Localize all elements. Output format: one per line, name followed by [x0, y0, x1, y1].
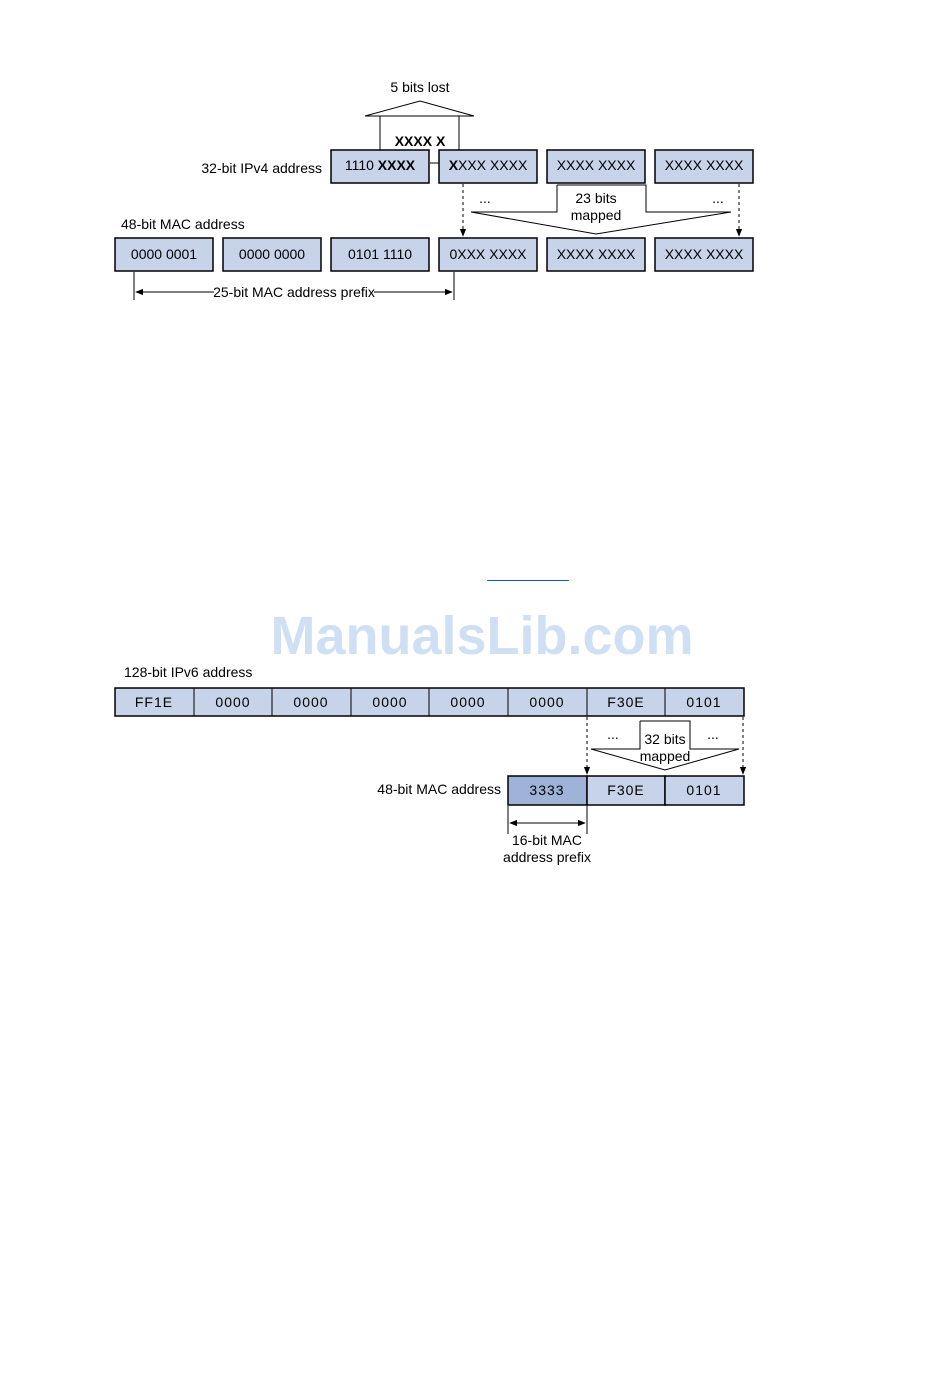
mac-octet-4: [438, 237, 538, 272]
ipv6-group-1: FF1E: [135, 694, 173, 710]
mac-octet-3: [330, 237, 430, 272]
ipv4-octet-2-text: XXXX XXXX: [449, 157, 528, 173]
ipv6-group-3: 0000: [293, 694, 328, 710]
mac-octet-2: [222, 237, 322, 272]
mac-address-label: 48-bit MAC address: [121, 216, 245, 232]
ipv4-octet-3-text: XXXX XXXX: [557, 157, 636, 173]
ipv4-diagram: 5 bits lost XXXX X 32-bit IPv4 address 1…: [114, 79, 754, 300]
ellipsis-right: ...: [712, 190, 724, 206]
ipv4-octet-4-text: XXXX XXXX: [665, 157, 744, 173]
mac-octet-6-text: XXXX XXXX: [665, 246, 744, 262]
ipv6-mac-group-2: F30E: [607, 782, 644, 798]
ipv4-address-label: 32-bit IPv4 address: [201, 160, 322, 176]
ipv4-octet-3: [546, 149, 646, 184]
mac-octet-1: [114, 237, 214, 272]
mapped-23-line2: mapped: [571, 207, 622, 223]
ipv4-octet-2: [438, 149, 538, 184]
mapped-arrow-32: [590, 720, 740, 771]
ipv6-mac-prefix-cell: [507, 775, 588, 806]
ipv6-mac-cell-3: [664, 775, 745, 806]
mac-octet-3-text: 0101 1110: [348, 246, 412, 262]
prefix-label-bg: [214, 284, 374, 299]
mapped-32-line1: 32 bits: [644, 731, 685, 747]
ipv6-group-8: 0101: [686, 694, 721, 710]
ipv6-prefix-line2: address prefix: [503, 849, 591, 865]
mac-prefix-label: 25-bit MAC address prefix: [213, 284, 375, 300]
ipv6-address-label: 128-bit IPv6 address: [124, 664, 252, 680]
ipv6-mac-cell-2: [586, 775, 666, 806]
ipv6-prefix-line1: 16-bit MAC: [512, 832, 582, 848]
lost-bits: XXXX X: [395, 133, 446, 149]
hyperlink-underline[interactable]: [487, 566, 569, 581]
ipv6-diagram: 128-bit IPv6 address FF1E 0000 0000 0000…: [114, 664, 747, 865]
ipv6-ellipsis-left: ...: [607, 726, 619, 742]
ipv6-mac-group-1: 3333: [529, 782, 564, 798]
mac-octet-5-text: XXXX XXXX: [557, 246, 636, 262]
ipv6-mac-address-label: 48-bit MAC address: [377, 781, 501, 797]
ipv6-group-4: 0000: [372, 694, 407, 710]
ipv4-octet-4: [654, 149, 754, 184]
ipv6-group-2: 0000: [215, 694, 250, 710]
mapped-arrow-23: [470, 184, 732, 235]
ipv6-mac-group-3: 0101: [686, 782, 721, 798]
ipv4-octet-1: [330, 149, 430, 184]
mac-octet-2-text: 0000 0000: [239, 246, 305, 262]
bits-lost-label: 5 bits lost: [390, 79, 449, 95]
mapped-23-line1: 23 bits: [575, 190, 616, 206]
ellipsis-left: ...: [479, 190, 491, 206]
mac-octet-4-text: 0XXX XXXX: [449, 246, 527, 262]
ipv6-group-7: F30E: [607, 694, 644, 710]
mac-octet-5: [546, 237, 646, 272]
ipv6-group-5: 0000: [450, 694, 485, 710]
mac-octet-1-text: 0000 0001: [131, 246, 197, 262]
lost-arrow-head: [364, 100, 475, 117]
ipv4-octet-1-text: 1110 XXXX: [345, 157, 416, 173]
mapped-32-line2: mapped: [640, 748, 691, 764]
ipv6-group-6: 0000: [529, 694, 564, 710]
mac-octet-6: [654, 237, 754, 272]
ipv6-ellipsis-right: ...: [707, 726, 719, 742]
watermark: ManualsLib.com: [270, 606, 693, 666]
